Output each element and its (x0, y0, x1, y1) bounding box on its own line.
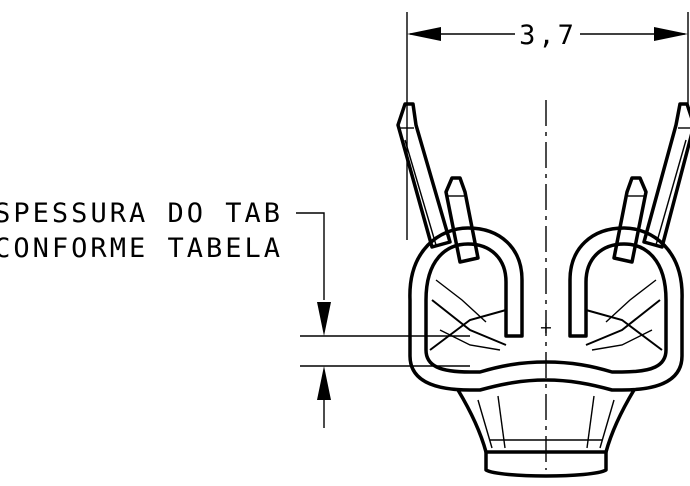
arrowhead-left (407, 27, 441, 41)
inner-springs (429, 279, 663, 351)
note-line-1: ESPESSURA DO TAB (0, 198, 283, 229)
arrowhead-right (654, 27, 688, 41)
note-leader (296, 212, 325, 300)
center-mark: + (539, 318, 552, 337)
note-line-2: CONFORME TABELA (0, 233, 283, 264)
lower-barrel (456, 388, 636, 478)
inner-tabs (444, 176, 648, 264)
outer-tabs (396, 102, 690, 249)
thickness-note: ESPESSURA DO TAB CONFORME TABELA (0, 198, 470, 428)
hatched-section (408, 226, 684, 392)
dimension-value: 3,7 (519, 20, 577, 51)
leader-arrow-down (317, 302, 331, 336)
top-dimension: 3,7 (406, 12, 689, 240)
leader-arrow-up (317, 366, 331, 400)
